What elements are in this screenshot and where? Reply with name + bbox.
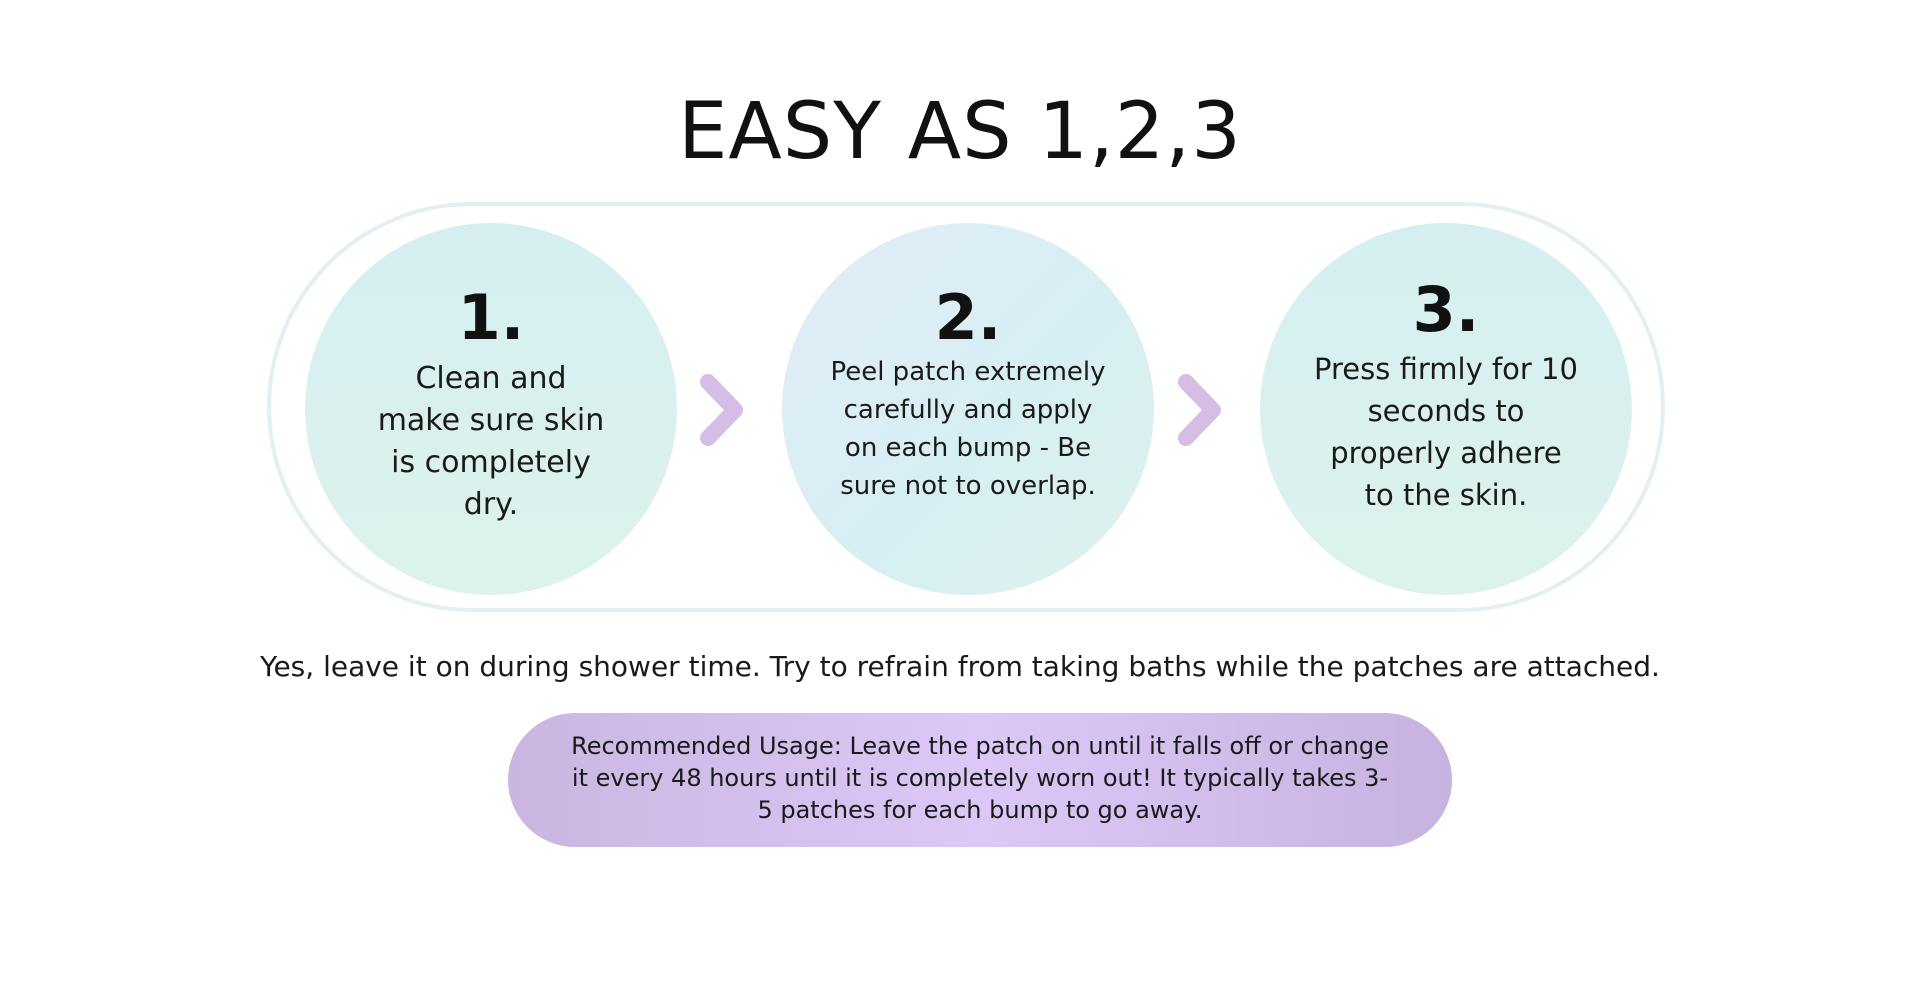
- step-1-circle: 1. Clean and make sure skin is completel…: [305, 223, 677, 595]
- shower-note: Yes, leave it on during shower time. Try…: [260, 650, 1660, 683]
- step-2-number: 2.: [934, 281, 1002, 354]
- step-3-text: Press firmly for 10 seconds to properly …: [1314, 352, 1578, 512]
- step-2-circle: 2. Peel patch extremely carefully and ap…: [782, 223, 1154, 595]
- step-1-number: 1.: [457, 281, 525, 354]
- recommended-usage-pill: Recommended Usage: Leave the patch on un…: [508, 713, 1452, 847]
- chevron-right-icon: [700, 374, 743, 446]
- step-1-text: Clean and make sure skin is completely d…: [377, 361, 605, 522]
- step-3-number: 3.: [1412, 273, 1480, 346]
- chevron-right-icon: [1178, 374, 1221, 446]
- step-2-text: Peel patch extremely carefully and apply…: [830, 357, 1106, 501]
- page-title: EASY AS 1,2,3: [678, 87, 1242, 177]
- step-3-circle: 3. Press firmly for 10 seconds to proper…: [1260, 223, 1632, 595]
